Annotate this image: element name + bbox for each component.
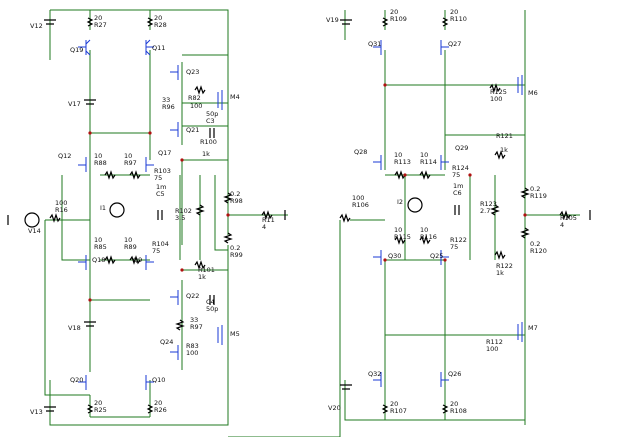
- label-i2: I2: [397, 198, 403, 206]
- label-q20: Q20: [70, 376, 83, 384]
- label-v17: V17: [68, 100, 81, 108]
- label-r100: R100: [200, 138, 217, 146]
- label-m7: M7: [528, 324, 538, 332]
- label-q30: Q30: [388, 252, 401, 260]
- capacitors-sources: [7, 19, 591, 412]
- resistors: [49, 17, 571, 414]
- label-r121: R121: [496, 132, 513, 140]
- label-q18: Q18: [92, 256, 105, 264]
- label-q12: Q12: [58, 152, 71, 160]
- junction-dots: [88, 83, 527, 302]
- label-q32: Q32: [368, 370, 381, 378]
- label-q26: Q26: [448, 370, 461, 378]
- label-m5: M5: [230, 330, 240, 338]
- label-q21: Q21: [186, 126, 199, 134]
- label-q28: Q28: [354, 148, 367, 156]
- label-v19: V19: [326, 16, 339, 24]
- transistors-left: [78, 39, 223, 390]
- label-q29: Q29: [455, 144, 468, 152]
- wires-right: [228, 10, 580, 437]
- label-q11: Q11: [152, 44, 165, 52]
- label-q22: Q22: [186, 292, 199, 300]
- wires-left: [44, 9, 288, 426]
- label-q23: Q23: [186, 68, 199, 76]
- label-q9: Q9: [133, 256, 142, 264]
- label-v18: V18: [68, 324, 81, 332]
- label-q27: Q27: [448, 40, 461, 48]
- label-v20: V20: [328, 404, 341, 412]
- label-v12: V12: [30, 22, 43, 30]
- label-q19: Q19: [70, 46, 83, 54]
- label-r121v: 1k: [500, 146, 508, 154]
- label-q25: Q25: [430, 252, 443, 260]
- label-r82: R82: [188, 94, 201, 102]
- label-i1: I1: [100, 204, 106, 212]
- label-m6: M6: [528, 89, 538, 97]
- label-v14: V14: [28, 227, 41, 235]
- label-q31: Q31: [368, 40, 381, 48]
- transistors-right: [373, 40, 523, 387]
- label-rtop1k: 1k: [202, 150, 210, 158]
- label-q17: Q17: [158, 149, 171, 157]
- label-v13: V13: [30, 408, 43, 416]
- label-q10: Q10: [152, 376, 165, 384]
- label-r100a: 100: [190, 102, 202, 110]
- label-q24: Q24: [160, 338, 173, 346]
- label-m4: M4: [230, 93, 240, 101]
